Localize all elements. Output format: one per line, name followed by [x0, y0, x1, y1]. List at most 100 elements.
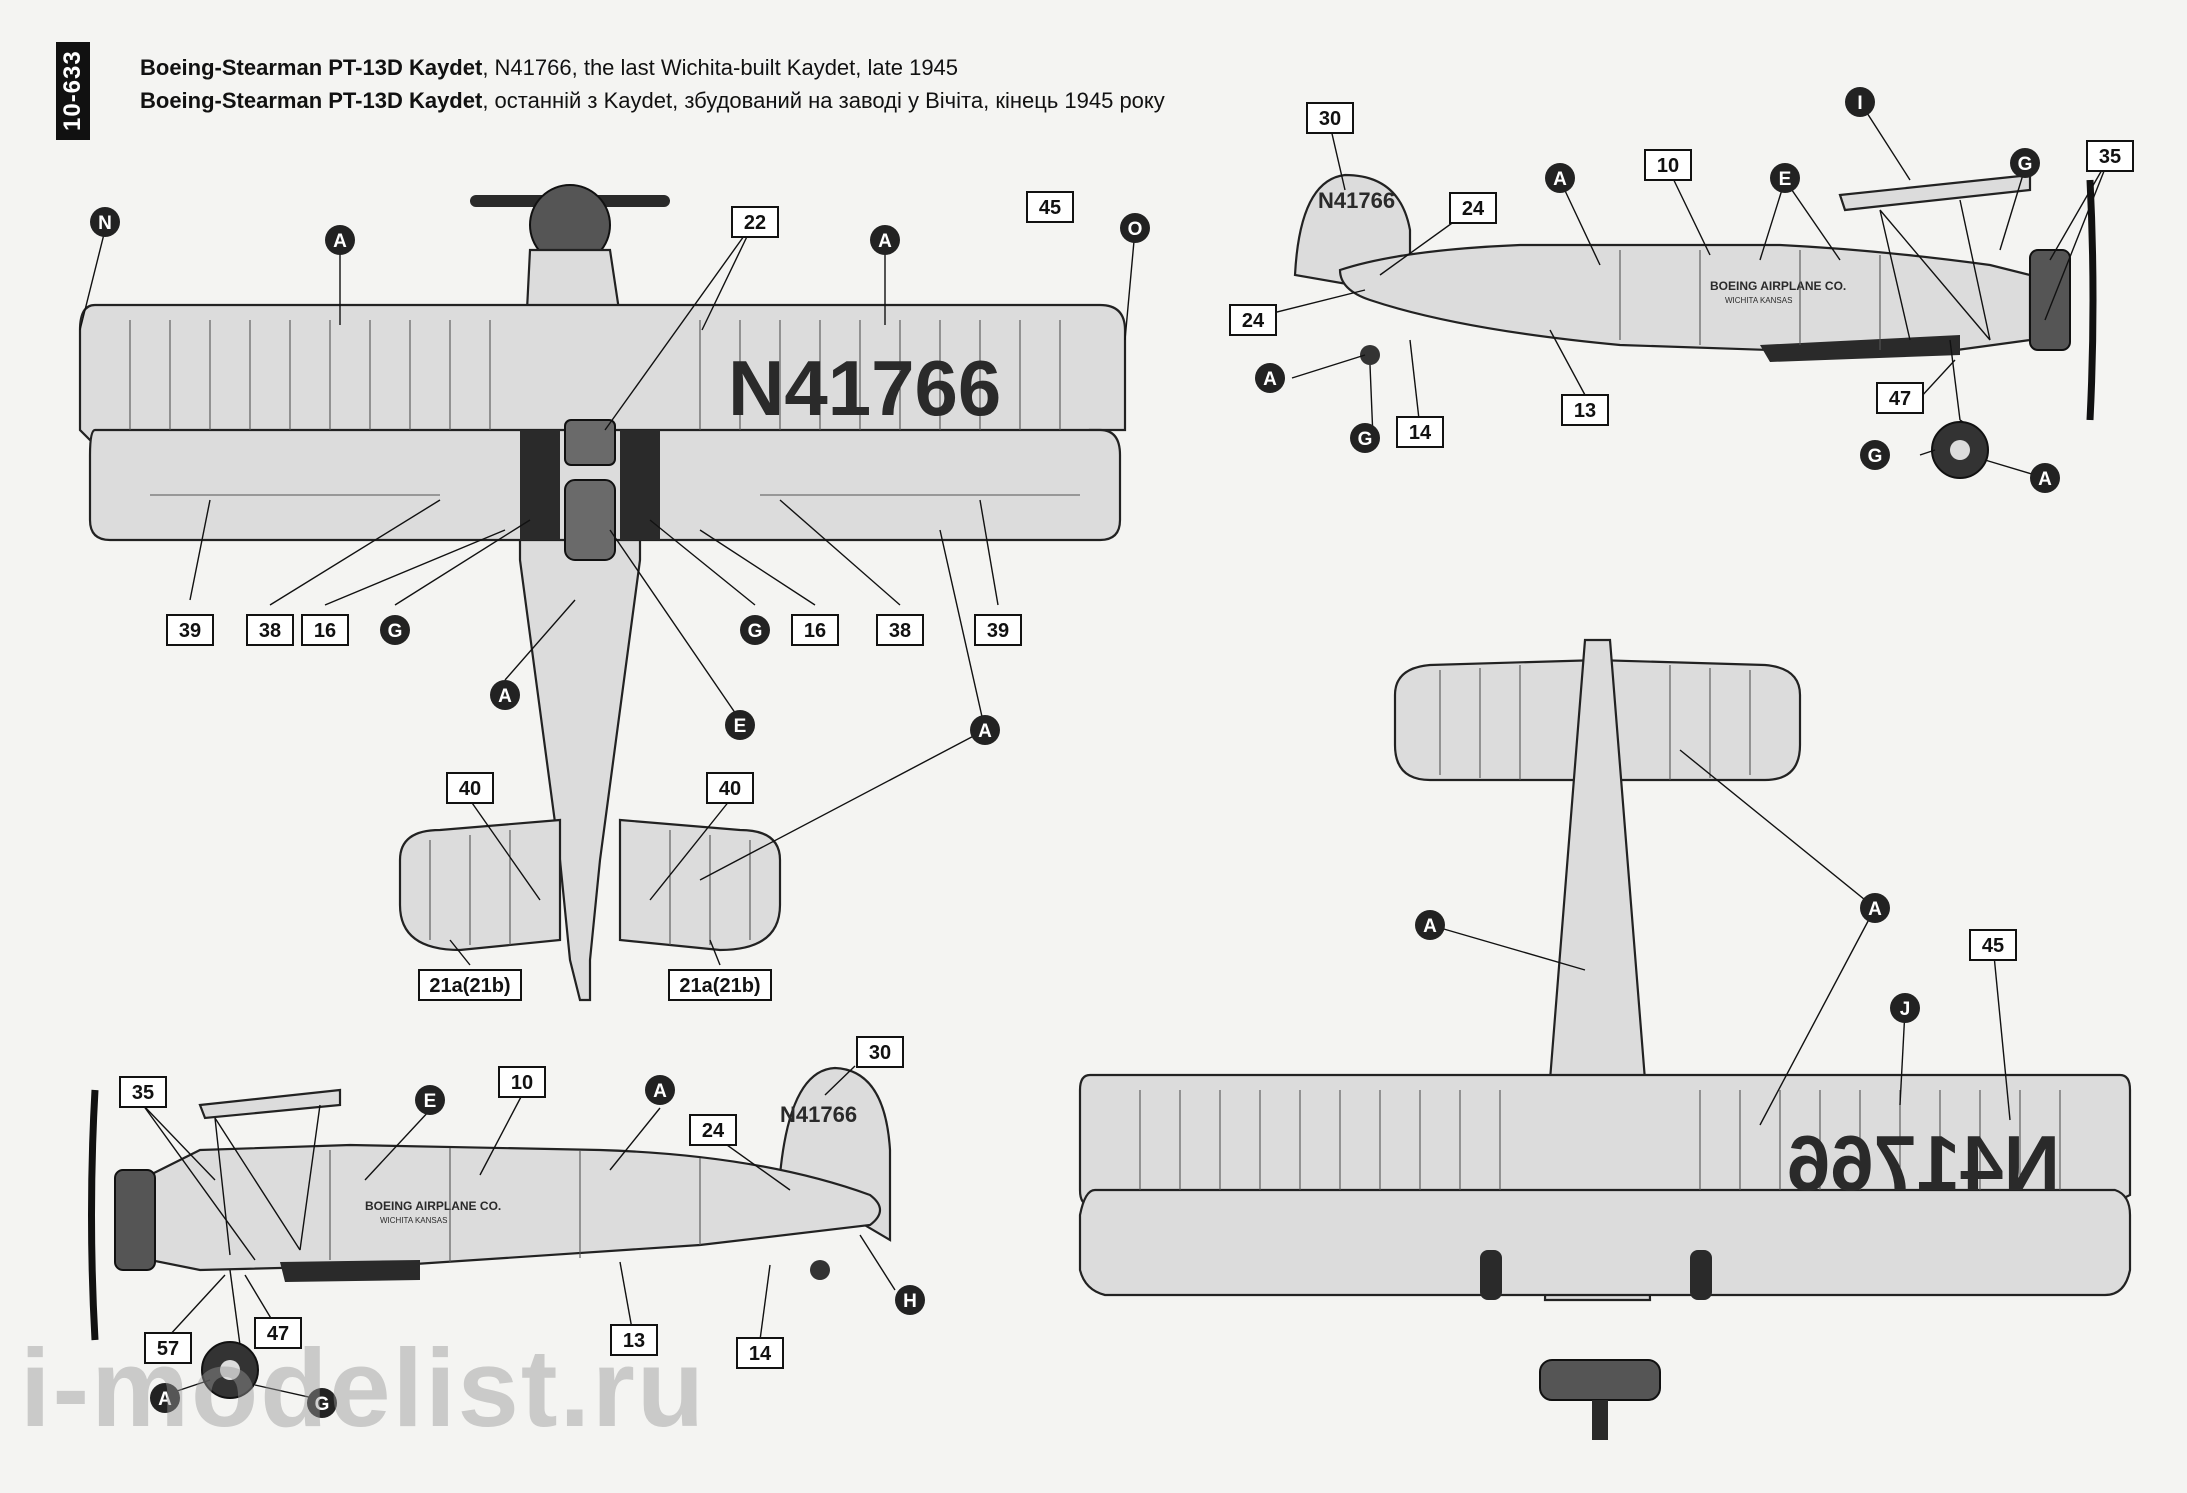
- left_side_view-number-label: 14: [736, 1337, 784, 1369]
- right_side_view-number-text: 35: [2099, 146, 2121, 168]
- top_view-number-label: 21a(21b): [418, 969, 522, 1001]
- left_side_view-number-text: 14: [749, 1343, 772, 1365]
- ls-propeller: [88, 1089, 99, 1341]
- top_view-letter-label: A: [490, 680, 520, 710]
- top_view-number-label: 21a(21b): [668, 969, 772, 1001]
- right-side-view: N41766 BOEING AIRPLANE CO. WICHITA KANSA…: [1293, 173, 2097, 479]
- bv-wheel-right: [1690, 1250, 1712, 1300]
- title-ukrainian-detail: , останній з Kaydet, збудований на завод…: [482, 88, 1165, 113]
- top-wing-root-right: [620, 430, 660, 540]
- rs-main-wheel-hub: [1950, 440, 1970, 460]
- left_side_view-number-text: 24: [702, 1120, 725, 1142]
- rs-brand-sub: WICHITA KANSAS: [1725, 296, 1792, 305]
- top_view-number-text: 38: [889, 620, 911, 642]
- top_view-number-label: 22: [731, 206, 779, 238]
- bv-tailplane-right: [1593, 658, 1802, 782]
- left_side_view-letter-text: A: [158, 1389, 172, 1410]
- bv-prop-hub: [1592, 1400, 1608, 1440]
- left_side_view-letter-label: E: [415, 1085, 445, 1115]
- ls-brand-line: BOEING AIRPLANE CO.: [365, 1199, 501, 1213]
- rs-upper-wing: [1838, 173, 2032, 212]
- bottom_view-letter-text: A: [1868, 899, 1882, 920]
- right_side_view-number-label: 47: [1876, 382, 1924, 414]
- top-rear-cockpit: [564, 479, 616, 561]
- top_view-letter-text: A: [333, 231, 347, 252]
- top_view-letter-text: A: [878, 231, 892, 252]
- left_side_view-number-text: 30: [869, 1042, 891, 1064]
- right_side_view-letter-text: G: [1868, 446, 1883, 467]
- bv-leaders: [1429, 749, 2011, 1126]
- left_side_view-number-text: 10: [511, 1072, 533, 1094]
- rs-propeller: [2086, 179, 2097, 421]
- top-wing-root-left: [520, 430, 560, 540]
- top_view-letter-label: G: [380, 615, 410, 645]
- ls-struts: [214, 1104, 321, 1256]
- top_view-letter-label: O: [1120, 213, 1150, 243]
- ls-engine: [114, 1169, 156, 1271]
- left_side_view-letter-text: H: [903, 1291, 917, 1312]
- right_side_view-letter-label: G: [2010, 148, 2040, 178]
- right_side_view-number-text: 30: [1319, 108, 1341, 130]
- left_side_view-letter-label: A: [645, 1075, 675, 1105]
- right_side_view-number-label: 30: [1306, 102, 1354, 134]
- top_view-number-text: 38: [259, 620, 281, 642]
- right_side_view-number-text: 24: [1242, 310, 1265, 332]
- top_view-letter-text: A: [978, 721, 992, 742]
- right_side_view-number-text: 13: [1574, 400, 1596, 422]
- top-tailplane-left: [398, 818, 562, 952]
- top_view-number-label: 45: [1026, 191, 1074, 223]
- left_side_view-number-text: 47: [267, 1323, 289, 1345]
- left-side-view: N41766 BOEING AIRPLANE CO. WICHITA KANSA…: [88, 1066, 892, 1399]
- bottom_view-letter-label: A: [1860, 893, 1890, 923]
- right_side_view-letter-text: G: [2018, 154, 2033, 175]
- right_side_view-letter-label: I: [1845, 87, 1875, 117]
- top-wing-registration: N41766: [728, 344, 1001, 432]
- top_view-letter-text: N: [98, 213, 112, 234]
- ls-panels: [329, 1148, 701, 1262]
- right_side_view-number-label: 14: [1396, 416, 1444, 448]
- bv-wing-registration-group: N41766: [1787, 1119, 2060, 1207]
- bv-tailplane-left: [1393, 658, 1602, 782]
- rs-brand-line: BOEING AIRPLANE CO.: [1710, 279, 1846, 293]
- bv-wing-registration: N41766: [1787, 1119, 2060, 1207]
- bottom-view: N41766: [1078, 638, 2132, 1440]
- right_side_view-letter-text: A: [1263, 369, 1277, 390]
- left_side_view-number-label: 13: [610, 1324, 658, 1356]
- top_view-number-label: 16: [791, 614, 839, 646]
- right_side_view-letter-label: A: [1545, 163, 1575, 193]
- top_view-number-text: 22: [744, 212, 766, 234]
- top_view-number-label: 38: [246, 614, 294, 646]
- title-aircraft-name-uk: Boeing-Stearman PT-13D Kaydet: [140, 88, 483, 113]
- top-tail-ribs: [429, 830, 751, 945]
- rs-engine: [2029, 249, 2071, 351]
- title-english: Boeing-Stearman PT-13D Kaydet, N41766, t…: [140, 55, 958, 81]
- top_view-number-label: 40: [446, 772, 494, 804]
- right_side_view-number-label: 13: [1561, 394, 1609, 426]
- top-view: N41766: [78, 184, 1127, 1002]
- right_side_view-letter-label: G: [1350, 423, 1380, 453]
- bottom_view-letter-text: A: [1423, 916, 1437, 937]
- right_side_view-letter-label: A: [1255, 363, 1285, 393]
- ls-main-wheel-hub: [220, 1360, 240, 1380]
- top_view-letter-label: N: [90, 207, 120, 237]
- top_view-number-text: 39: [179, 620, 201, 642]
- top_view-number-label: 39: [166, 614, 214, 646]
- ls-tail-wheel: [810, 1260, 830, 1280]
- left_side_view-number-label: 30: [856, 1036, 904, 1068]
- right_side_view-number-label: 24: [1229, 304, 1277, 336]
- left_side_view-number-label: 57: [144, 1332, 192, 1364]
- rs-lower-wing: [1760, 335, 1960, 362]
- right_side_view-number-label: 10: [1644, 149, 1692, 181]
- right_side_view-number-label: 35: [2086, 140, 2134, 172]
- right_side_view-letter-label: A: [2030, 463, 2060, 493]
- top-front-cockpit: [564, 419, 616, 466]
- top_view-number-text: 45: [1039, 197, 1061, 219]
- top_view-letter-text: G: [388, 621, 403, 642]
- bottom_view-letter-text: J: [1900, 999, 1911, 1020]
- bottom_view-number-text: 45: [1982, 935, 2004, 957]
- top_view-number-text: 40: [459, 778, 481, 800]
- top_view-number-text: 21a(21b): [429, 975, 510, 997]
